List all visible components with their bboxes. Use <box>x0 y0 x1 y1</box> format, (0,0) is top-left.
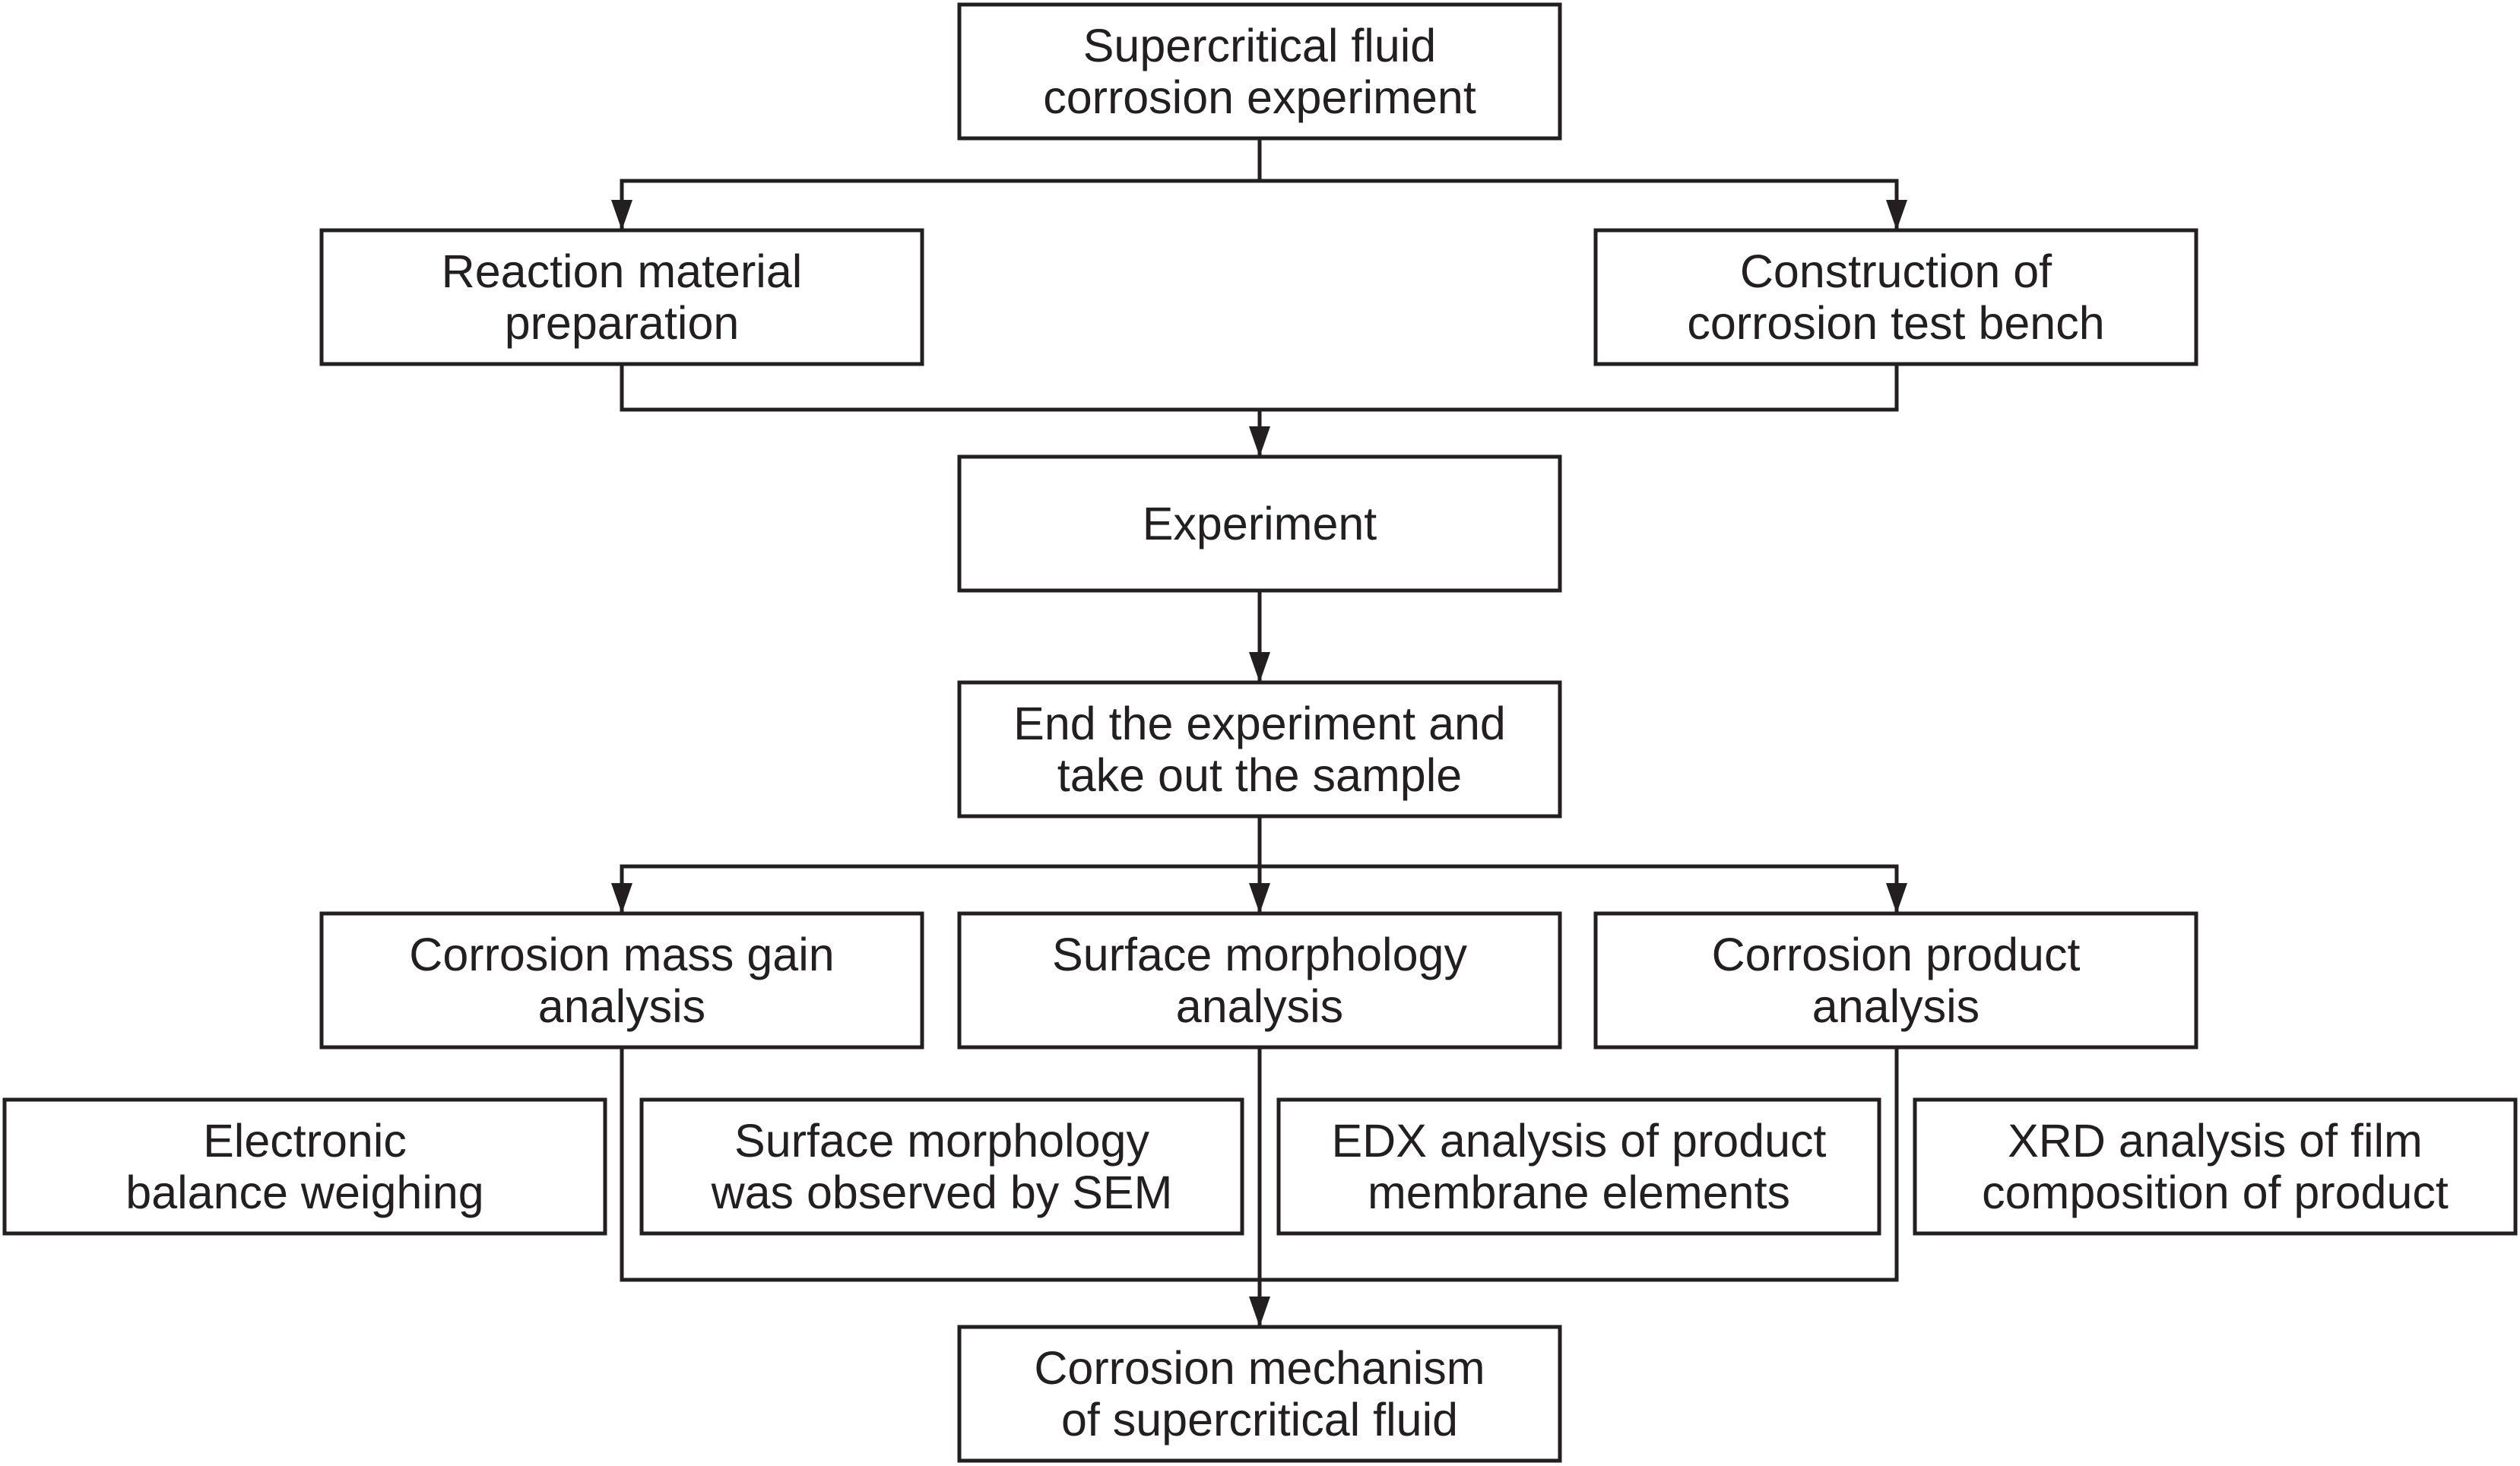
node-box <box>639 1097 1244 1236</box>
node-label-line: corrosion test bench <box>1687 297 2104 349</box>
node-box <box>957 454 1562 593</box>
connector-construction-corrosion-test-bench-to-experiment <box>1257 364 1899 457</box>
node-label-line: Surface morphology <box>1052 929 1467 980</box>
node-box <box>1913 1097 2518 1236</box>
node-label-line: EDX analysis of product <box>1332 1115 1827 1167</box>
arrowhead-into-construction-corrosion-test-bench <box>1886 200 1907 230</box>
connector-supercritical-corrosion-experiment-to-construction-corrosion-test-bench <box>1257 138 1899 230</box>
node-label-line: Corrosion mass gain <box>409 929 834 980</box>
node-label-line: analysis <box>1176 980 1343 1032</box>
node-label-line: was observed by SEM <box>711 1167 1173 1218</box>
arrowhead-into-reaction-material-preparation <box>611 200 632 230</box>
node-label-line: membrane elements <box>1368 1167 1790 1218</box>
node-box <box>957 680 1562 818</box>
node-label-line: Construction of <box>1740 245 2052 297</box>
node-box <box>319 228 924 366</box>
node-box <box>957 1325 1562 1463</box>
node-label-line: balance weighing <box>125 1167 483 1218</box>
arrowhead-into-surface-morphology-analysis <box>1249 883 1270 913</box>
node-box <box>319 911 924 1050</box>
node-label-line: XRD analysis of film <box>2008 1115 2423 1167</box>
node-label-line: composition of product <box>1982 1167 2449 1218</box>
node-label-line: Electronic <box>203 1115 407 1167</box>
arrowhead-into-end-experiment-take-sample <box>1249 652 1270 682</box>
connector-reaction-material-preparation-to-experiment <box>620 364 1262 457</box>
connector-corrosion-product-analysis-to-corrosion-mechanism <box>1257 1047 1899 1327</box>
node-label-line: Surface morphology <box>734 1115 1149 1167</box>
node-label-line: Corrosion product <box>1712 929 2081 980</box>
arrowhead-into-corrosion-product-analysis <box>1886 883 1907 913</box>
node-box <box>1593 228 2198 366</box>
node-label-line: preparation <box>505 297 740 349</box>
node-label-line: corrosion experiment <box>1043 71 1476 123</box>
node-box <box>957 2 1562 141</box>
node-label-line: analysis <box>538 980 705 1032</box>
node-label-line: Reaction material <box>442 245 803 297</box>
node-label-line: analysis <box>1812 980 1980 1032</box>
node-box <box>2 1097 607 1236</box>
node-label-line: Supercritical fluid <box>1083 20 1436 71</box>
node-box <box>957 911 1562 1050</box>
connector-end-experiment-take-sample-to-corrosion-mass-gain-analysis <box>620 816 1262 913</box>
connector-lines <box>611 138 1907 1327</box>
node-label-line: take out the sample <box>1057 749 1462 801</box>
arrowhead-into-corrosion-mass-gain-analysis <box>611 883 632 913</box>
connector-end-experiment-take-sample-to-corrosion-product-analysis <box>1257 816 1899 913</box>
node-box <box>1593 911 2198 1050</box>
node-experiment: Experiment <box>957 454 1562 593</box>
node-label-line: Corrosion mechanism <box>1034 1342 1485 1394</box>
node-label-line: Experiment <box>1143 498 1377 549</box>
node-box <box>1276 1097 1881 1236</box>
node-label-line: End the experiment and <box>1013 698 1506 749</box>
node-label-line: of supercritical fluid <box>1061 1394 1458 1445</box>
connector-supercritical-corrosion-experiment-to-reaction-material-preparation <box>620 138 1262 230</box>
